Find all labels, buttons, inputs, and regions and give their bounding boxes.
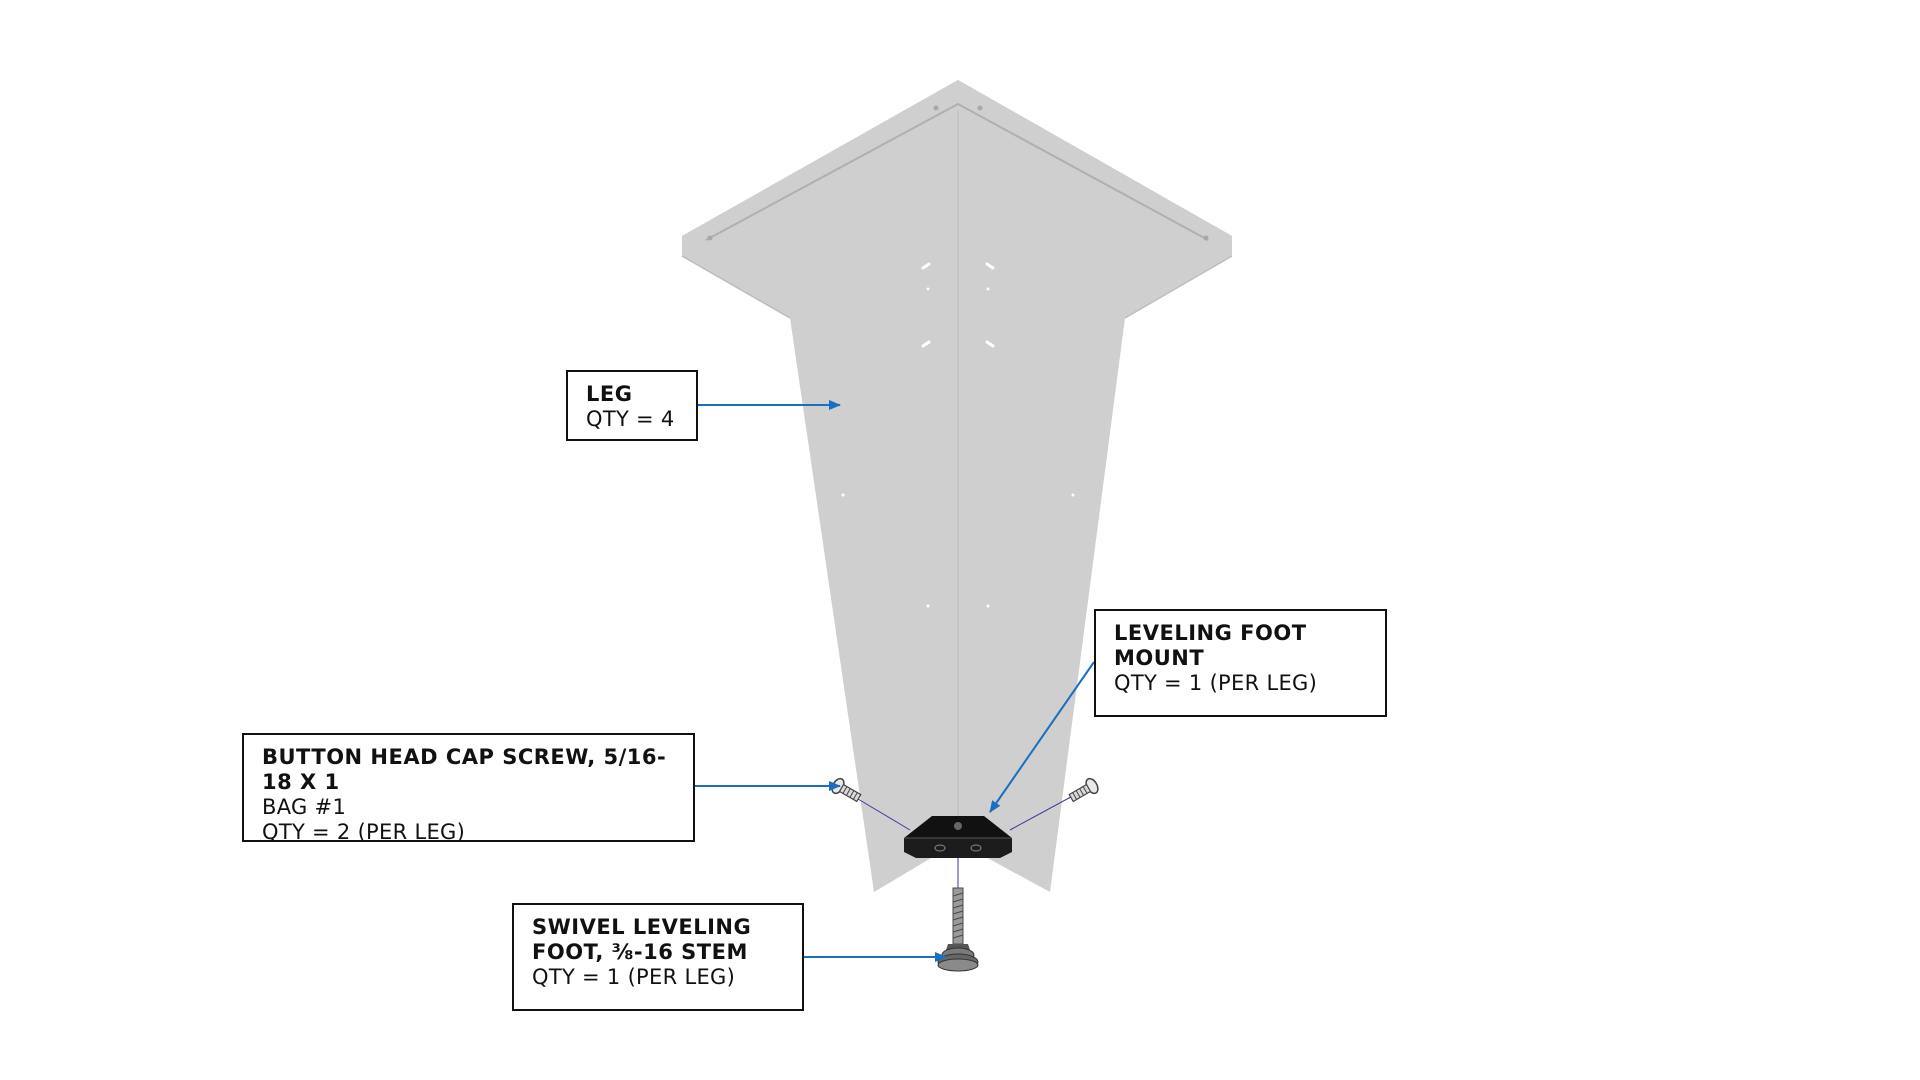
callout-foot-name-line-2: FOOT, ⅜-16 STEM	[532, 940, 748, 964]
callout-screw-bag: BAG #1	[262, 795, 347, 819]
callout-leg-name: LEG	[586, 382, 633, 406]
callout-mount-name-line-2: MOUNT	[1114, 646, 1205, 670]
leg-plate-inner-edge	[705, 102, 1209, 241]
leg-slots	[921, 262, 995, 348]
callout-foot-name-line-1: SWIVEL LEVELING	[532, 915, 752, 939]
leg-body	[682, 80, 1232, 892]
plate-hole	[977, 105, 983, 111]
callout-mount-name-line-1: LEVELING FOOT	[1114, 621, 1307, 645]
callout-swivel-leveling-foot: SWIVEL LEVELING FOOT, ⅜-16 STEM QTY = 1 …	[512, 903, 804, 1011]
assembly-guide-lines	[852, 791, 1081, 890]
plate-hole	[933, 105, 939, 111]
leader-arrows	[695, 400, 1095, 962]
callout-leg: LEG QTY = 4	[566, 370, 698, 441]
callout-mount-qty: QTY = 1 (PER LEG)	[1114, 671, 1318, 695]
plate-hole	[707, 235, 713, 241]
callout-foot-qty: QTY = 1 (PER LEG)	[532, 965, 736, 989]
swivel-foot-icon	[937, 887, 979, 972]
callout-leg-qty: QTY = 4	[586, 407, 675, 431]
leg-small-holes	[841, 287, 1075, 608]
table-leg-icon	[681, 80, 1233, 892]
foot-mount-bracket-icon	[904, 816, 1012, 858]
leg-plate-front-edge-right	[1124, 255, 1233, 319]
arrow-right-icon	[989, 661, 1095, 813]
callout-leveling-foot-mount: LEVELING FOOT MOUNT QTY = 1 (PER LEG)	[1094, 609, 1387, 717]
plate-hole	[1203, 235, 1209, 241]
callout-screw-name-line-1: BUTTON HEAD CAP SCREW, 5/16-	[262, 745, 667, 769]
leg-plate-front-edge-left	[681, 255, 791, 319]
callout-screw-name-line-2: 18 X 1	[262, 770, 340, 794]
callout-screw-qty: QTY = 2 (PER LEG)	[262, 820, 466, 844]
callout-button-head-cap-screw: BUTTON HEAD CAP SCREW, 5/16- 18 X 1 BAG …	[242, 733, 695, 844]
